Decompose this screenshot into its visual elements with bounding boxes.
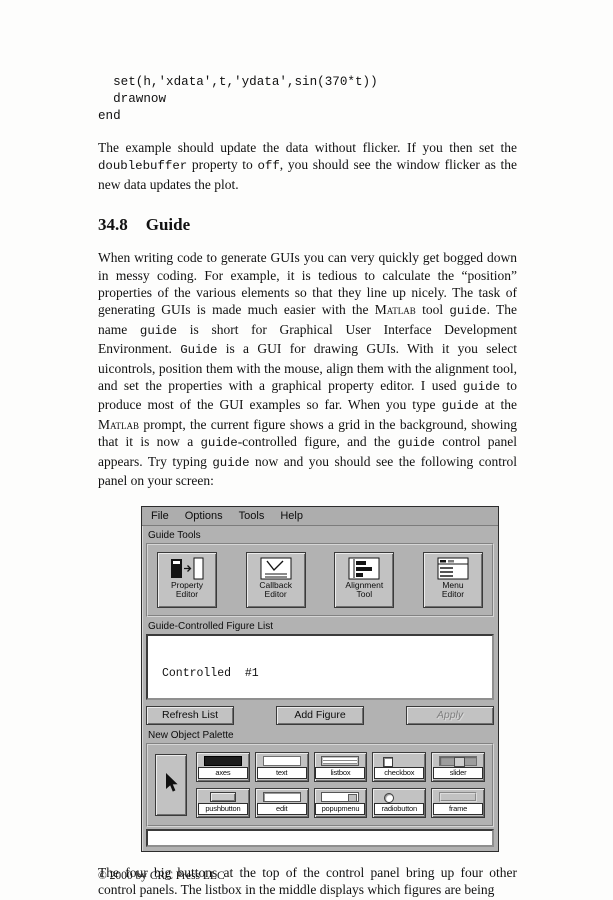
section-number: 34.8 — [98, 215, 128, 235]
guide-command-field[interactable] — [146, 828, 494, 847]
guide-tools-label: Guide Tools — [148, 529, 201, 541]
popupmenu-preview-icon — [321, 792, 360, 802]
axes-preview-icon — [203, 756, 242, 766]
palette-checkbox-button[interactable]: checkbox — [372, 751, 427, 782]
page-content: set(h,'xdata',t,'ydata',sin(370*t)) draw… — [98, 74, 517, 898]
palette-pushbutton-button[interactable]: pushbutton — [196, 787, 250, 818]
text-preview-icon — [262, 756, 301, 766]
palette-popupmenu-button[interactable]: popupmenu — [313, 787, 368, 818]
listbox-item[interactable]: Controlled #1 — [162, 666, 259, 680]
palette-axes-button[interactable]: axes — [196, 751, 250, 782]
paragraph-after-panel: The four big buttons at the top of the c… — [98, 864, 517, 897]
refresh-list-button[interactable]: Refresh List — [146, 705, 234, 725]
figure-list-label: Guide-Controlled Figure List — [148, 620, 274, 632]
pushbutton-preview-icon — [209, 792, 236, 802]
palette-grid: axes text listbox checkbox slider — [196, 751, 485, 818]
section-title: Guide — [145, 215, 191, 235]
slider-preview-icon — [439, 756, 478, 767]
checkbox-preview-icon — [380, 756, 418, 767]
palette-listbox-button[interactable]: listbox — [313, 751, 368, 782]
callback-editor-icon — [258, 556, 294, 581]
apply-button[interactable]: Apply — [406, 705, 494, 725]
radiobutton-preview-icon — [380, 792, 418, 803]
paragraph-guide-intro: When writing code to generate GUIs you c… — [98, 250, 518, 489]
listbox-preview-icon — [321, 756, 360, 766]
cursor-arrow-icon — [163, 772, 179, 797]
palette-label: New Object Palette — [148, 729, 234, 741]
menu-file[interactable]: File — [151, 509, 169, 522]
alignment-tool-icon — [346, 556, 382, 581]
selection-arrow-button[interactable] — [155, 753, 187, 816]
add-figure-button[interactable]: Add Figure — [276, 705, 364, 725]
paragraph-doublebuffer: The example should update the data witho… — [98, 140, 517, 192]
menu-editor-icon — [435, 556, 471, 581]
menu-tools[interactable]: Tools — [238, 509, 265, 522]
palette-text-button[interactable]: text — [254, 751, 309, 782]
code-line: drawnow — [98, 92, 167, 106]
edit-preview-icon — [262, 792, 301, 802]
action-button-row: Refresh List Add Figure Apply — [146, 705, 494, 725]
palette-edit-button[interactable]: edit — [254, 787, 309, 818]
guide-control-panel: File Options Tools Help Guide Tools Prop… — [141, 505, 499, 852]
frame-preview-icon — [439, 792, 478, 802]
palette-frame-button[interactable]: frame — [431, 787, 485, 818]
code-block: set(h,'xdata',t,'ydata',sin(370*t)) draw… — [98, 74, 517, 125]
menu-options[interactable]: Options — [184, 509, 223, 522]
section-heading: 34.8 Guide — [98, 215, 517, 235]
palette-slider-button[interactable]: slider — [431, 751, 485, 782]
copyright-footer: © 2000 by CRC Press LLC — [98, 870, 225, 882]
figure-listbox[interactable]: Controlled #1 — [146, 633, 494, 700]
property-editor-icon — [169, 556, 205, 581]
gui-menubar: File Options Tools Help — [142, 506, 498, 526]
code-line: end — [98, 109, 121, 123]
menu-help[interactable]: Help — [280, 509, 303, 522]
new-object-palette: axes text listbox checkbox slider — [146, 742, 494, 827]
code-line: set(h,'xdata',t,'ydata',sin(370*t)) — [98, 75, 378, 89]
palette-radiobutton-button[interactable]: radiobutton — [372, 787, 427, 818]
